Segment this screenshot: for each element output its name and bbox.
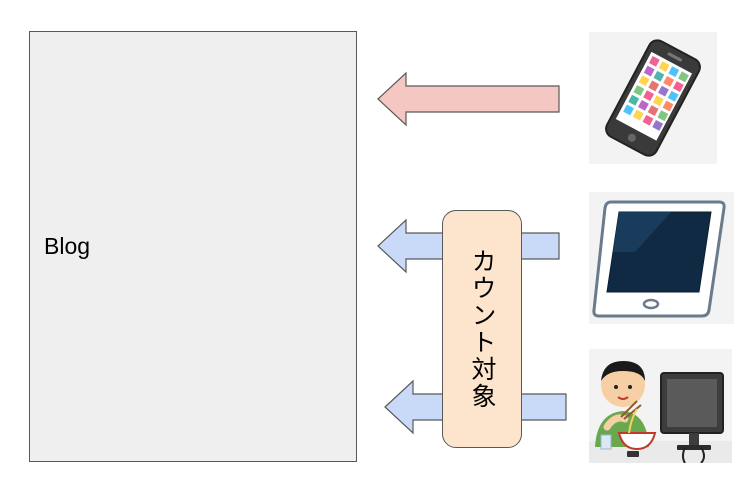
tablet-panel xyxy=(589,192,734,324)
pc-user-icon xyxy=(589,361,732,463)
count-target-box: カウント対象 xyxy=(442,210,522,448)
tablet-icon xyxy=(592,200,726,318)
pc-panel xyxy=(589,349,732,463)
count-target-label: カウント対象 xyxy=(468,248,497,410)
smartphone-icon xyxy=(605,39,701,157)
blog-box: Blog xyxy=(29,31,357,462)
smartphone-arrow xyxy=(377,71,560,127)
blog-label: Blog xyxy=(44,233,91,259)
smartphone-panel xyxy=(589,32,717,164)
